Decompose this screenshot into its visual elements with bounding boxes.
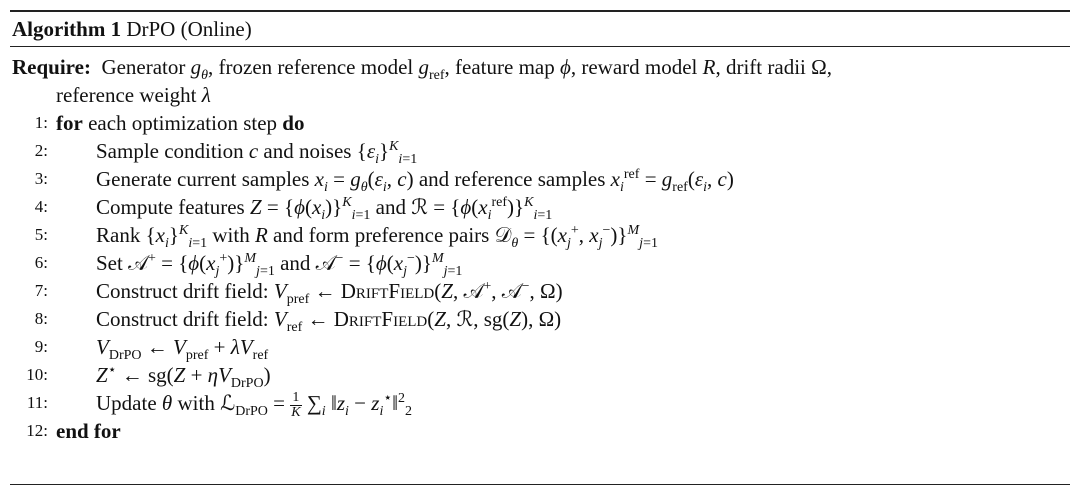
require-clause: Require: Generator gθ, frozen reference … — [10, 53, 1070, 109]
require-text-cont: reference weight λ — [56, 83, 211, 107]
line-number: 8: — [34, 309, 48, 328]
algorithm-line: 12: end for — [10, 417, 1070, 445]
algorithm-bottom-rule — [10, 484, 1070, 485]
line-code: Construct drift field: Vref ← DriftField… — [96, 307, 562, 336]
algorithm-name: DrPO (Online) — [126, 17, 252, 41]
algorithm-line: 1: for each optimization step do — [10, 109, 1070, 137]
require-text: Generator gθ, frozen reference model gre… — [101, 55, 832, 84]
line-number: 6: — [34, 253, 48, 272]
line-code: VDrPO ← Vpref + λVref — [96, 335, 269, 364]
algorithm-line: 9: VDrPO ← Vpref + λVref — [10, 333, 1070, 364]
line-number: 10: — [26, 365, 48, 384]
algorithm-line: 8: Construct drift field: Vref ← DriftFi… — [10, 305, 1070, 336]
line-number: 1: — [34, 113, 48, 132]
line-number: 2: — [34, 141, 48, 160]
line-number: 4: — [34, 197, 48, 216]
line-code: Construct drift field: Vpref ← DriftFiel… — [96, 279, 563, 308]
line-code: Generate current samples xi = gθ(εi, c) … — [96, 167, 734, 196]
line-number: 5: — [34, 225, 48, 244]
algorithm-line: 10: Z⋆ ← sg(Z + ηVDrPO) — [10, 361, 1070, 392]
line-number: 12: — [26, 421, 48, 440]
algorithm-line: 7: Construct drift field: Vpref ← DriftF… — [10, 277, 1070, 308]
line-number: 9: — [34, 337, 48, 356]
require-keyword: Require: — [12, 55, 91, 79]
algorithm-line: 3: Generate current samples xi = gθ(εi, … — [10, 165, 1070, 196]
line-number: 3: — [34, 169, 48, 188]
line-number: 11: — [26, 393, 48, 412]
algorithm-line: 2: Sample condition c and noises {εi}Ki=… — [10, 137, 1070, 168]
line-number: 7: — [34, 281, 48, 300]
algorithm-body: Require: Generator gθ, frozen reference … — [10, 47, 1070, 445]
line-code: Set 𝒜+ = {ϕ(xj+)}Mj=1 and 𝒜− = {ϕ(xj−)}M… — [96, 251, 463, 280]
line-code: Compute features Z = {ϕ(xi)}Ki=1 and ℛ =… — [96, 195, 553, 224]
algorithm-header: Algorithm 1 DrPO (Online) — [10, 12, 1070, 47]
line-code: Sample condition c and noises {εi}Ki=1 — [96, 139, 418, 168]
algorithm-line: 6: Set 𝒜+ = {ϕ(xj+)}Mj=1 and 𝒜− = {ϕ(xj−… — [10, 249, 1070, 280]
line-code: Z⋆ ← sg(Z + ηVDrPO) — [96, 363, 271, 392]
line-code: Rank {xi}Ki=1 with R and form preference… — [96, 223, 658, 252]
line-code: end for — [56, 419, 121, 443]
algorithm-line: 4: Compute features Z = {ϕ(xi)}Ki=1 and … — [10, 193, 1070, 224]
algorithm-block: Algorithm 1 DrPO (Online) Require: Gener… — [10, 10, 1070, 485]
line-code: for each optimization step do — [56, 111, 305, 135]
algorithm-line: 5: Rank {xi}Ki=1 with R and form prefere… — [10, 221, 1070, 252]
algorithm-label: Algorithm 1 — [12, 17, 122, 41]
